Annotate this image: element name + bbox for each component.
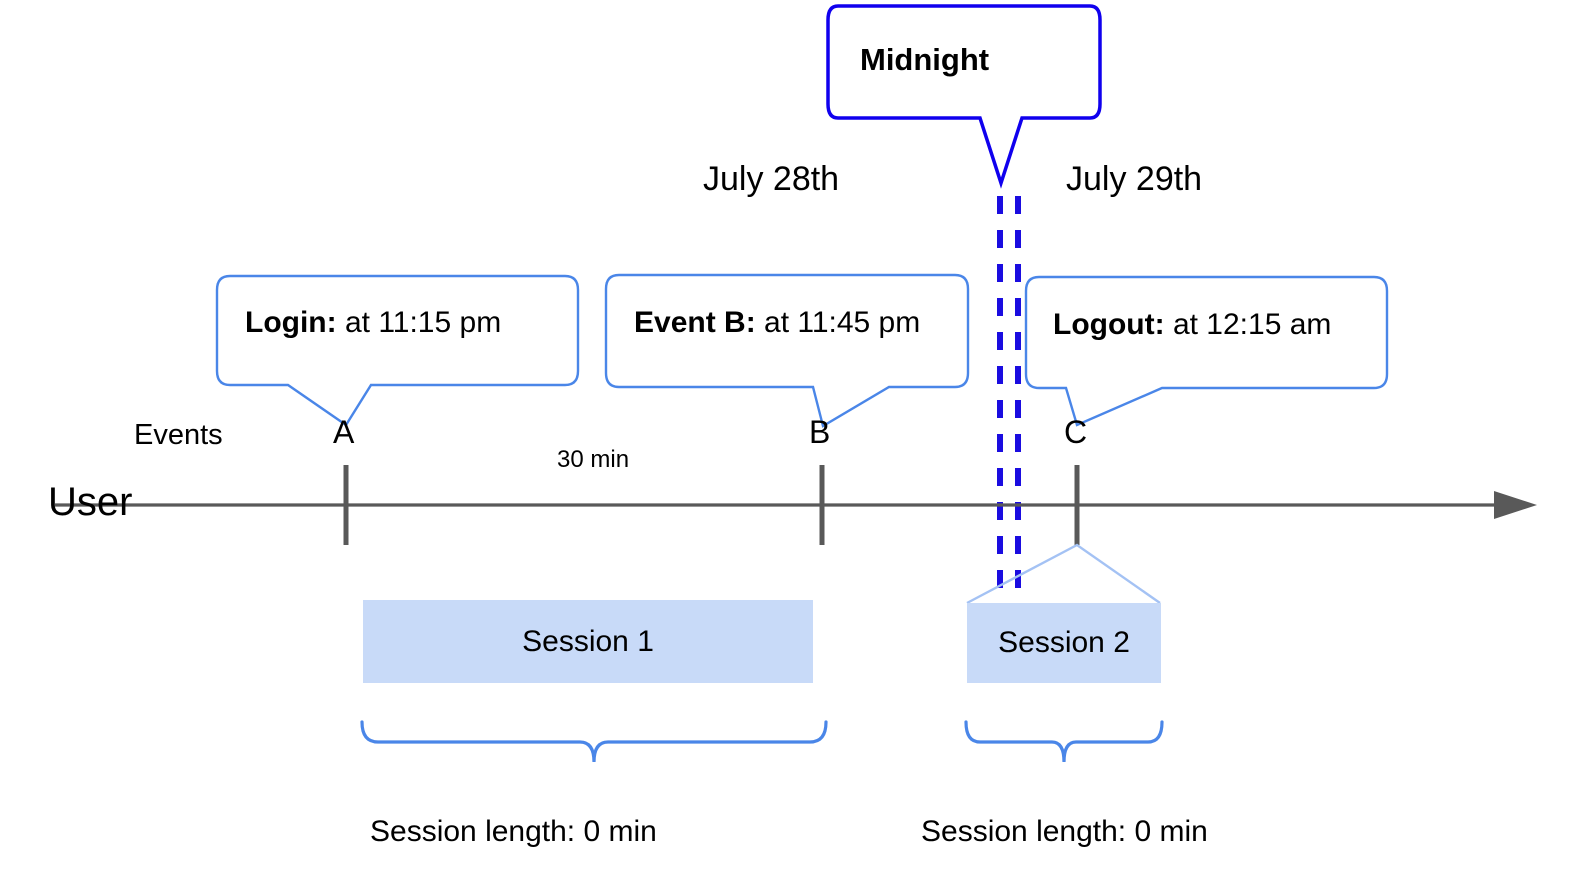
- date-label-july-28: July 28th: [703, 160, 840, 198]
- event-letter-c: C: [1064, 414, 1088, 450]
- callout-b-shape: [604, 273, 970, 428]
- session-2-brace: [964, 720, 1164, 763]
- midnight-callout-label: Midnight: [860, 42, 990, 77]
- event-letter-a: A: [333, 414, 355, 450]
- session-1-length-label: Session length: 0 min: [370, 815, 657, 848]
- callout-b-bold: Event B:: [634, 306, 756, 339]
- callout-c-text: Logout: at 12:15 am: [1053, 310, 1331, 340]
- event-letter-b: B: [809, 414, 831, 450]
- callout-a-text: Login: at 11:15 pm: [245, 308, 501, 338]
- callout-a-shape: [215, 274, 580, 427]
- callout-a-bold: Login:: [245, 306, 337, 339]
- callout-b-rest: at 11:45 pm: [755, 306, 921, 339]
- session-2-label: Session 2: [998, 626, 1130, 659]
- callout-c-rest: at 12:15 am: [1164, 308, 1332, 341]
- session-2-length-label: Session length: 0 min: [921, 815, 1208, 848]
- session-2-roof: [966, 543, 1161, 605]
- session-1-label: Session 1: [522, 624, 654, 658]
- session-2-box: Session 2: [967, 603, 1161, 683]
- callout-a-rest: at 11:15 pm: [336, 306, 502, 339]
- session-1-box: Session 1: [363, 600, 813, 683]
- row-label-user: User: [48, 480, 133, 524]
- callout-b-text: Event B: at 11:45 pm: [634, 308, 920, 338]
- row-label-events: Events: [134, 419, 223, 451]
- timeline-arrowhead: [1494, 491, 1537, 519]
- callout-c-bold: Logout:: [1053, 308, 1165, 341]
- date-label-july-29: July 29th: [1066, 160, 1203, 198]
- interval-label-30-min: 30 min: [557, 446, 630, 473]
- session-1-brace: [360, 720, 828, 763]
- midnight-callout-shape: [826, 4, 1102, 189]
- callout-c-shape: [1024, 275, 1389, 427]
